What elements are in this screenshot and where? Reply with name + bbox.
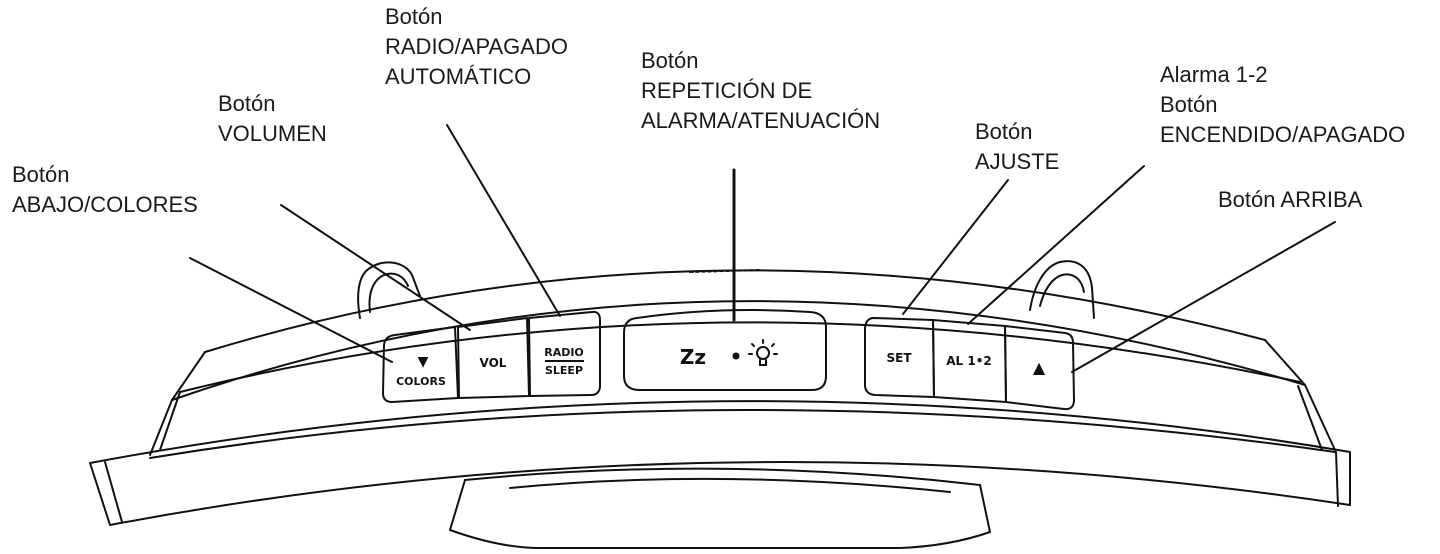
label-volume-button: Botón VOLUMEN: [218, 89, 327, 149]
top-ridge: [689, 269, 761, 273]
button-radio-label-top: RADIO: [544, 346, 584, 359]
label-line: ALARMA/ATENUACIÓN: [641, 108, 881, 133]
label-line: ABAJO/COLORES: [12, 192, 198, 217]
base-band-bottom: [109, 461, 1351, 526]
base-band-top-inner: [149, 408, 1336, 459]
body-right-side: [1304, 384, 1336, 451]
sun-bulb-icon: [748, 339, 778, 366]
stand-inner: [509, 477, 951, 493]
leader-colors: [189, 257, 393, 363]
button-colors-outline: [382, 326, 459, 403]
button-set-label: SET: [886, 351, 912, 365]
base-band-left-end: [89, 462, 111, 526]
left-rear-lug-inner: [368, 272, 409, 313]
button-radio-outline: [528, 310, 601, 397]
right-rear-lug: [1029, 260, 1095, 319]
label-radio-sleep-button: Botón RADIO/APAGADO AUTOMÁTICO: [385, 2, 568, 92]
leader-alarm: [967, 165, 1145, 325]
label-line: ENCENDIDO/APAGADO: [1160, 122, 1406, 147]
label-set-button: Botón AJUSTE: [975, 117, 1059, 177]
snooze-dot-icon: [732, 352, 740, 360]
button-sleep-label: SLEEP: [545, 364, 583, 377]
label-line: Botón: [975, 119, 1033, 144]
right-rear-lug-inner: [1039, 273, 1085, 307]
right-button-group: [864, 317, 1075, 411]
base-band-right-end-inner: [1335, 451, 1339, 507]
label-snooze-dimmer-button: Botón REPETICIÓN DE ALARMA/ATENUACIÓN: [641, 46, 880, 136]
body-right-side-inner: [1297, 385, 1323, 451]
label-line: Botón: [218, 91, 276, 116]
label-line: Botón: [641, 48, 699, 73]
body-top-front: [171, 300, 1306, 401]
base-band-top: [89, 400, 1351, 464]
leader-up: [1071, 221, 1336, 373]
button-snooze-outline: [623, 309, 827, 391]
label-line: Botón: [12, 162, 70, 187]
label-line: Botón: [385, 4, 443, 29]
stand-top: [464, 467, 981, 486]
stand-left: [449, 479, 991, 549]
button-vol-label: VOL: [480, 356, 507, 370]
label-line: RADIO/APAGADO: [385, 34, 568, 59]
label-up-button: Botón ARRIBA: [1218, 185, 1362, 215]
label-line: Alarma 1-2: [1160, 62, 1268, 87]
body-mid-line: [179, 321, 1301, 393]
left-rear-lug: [357, 261, 421, 319]
label-line: AUTOMÁTICO: [385, 64, 532, 89]
button-snooze-label: Zz: [680, 345, 706, 369]
button-up-outline: [1004, 325, 1075, 411]
up-arrow-icon: ▲: [1033, 358, 1046, 377]
button-colors-label: COLORS: [396, 375, 446, 388]
label-line: Botón: [1160, 92, 1218, 117]
colors-arrow-icon: ▼: [418, 354, 429, 370]
button-al12-label: AL 1•2: [946, 354, 991, 368]
label-alarm-button: Alarma 1-2 Botón ENCENDIDO/APAGADO: [1160, 60, 1405, 150]
button-set-outline: [864, 317, 935, 398]
base-band-left-end-inner: [104, 461, 123, 523]
label-line: REPETICIÓN DE: [641, 78, 813, 103]
body-upper-rim: [171, 351, 206, 401]
label-colors-button: Botón ABAJO/COLORES: [12, 160, 198, 220]
label-line: Botón ARRIBA: [1218, 187, 1363, 212]
leader-radio: [446, 124, 561, 317]
body-left-side-inner: [159, 391, 181, 451]
leader-volume: [280, 204, 471, 331]
leader-set: [902, 179, 1009, 315]
left-button-group: [382, 310, 601, 403]
label-line: VOLUMEN: [218, 121, 327, 146]
body-upper-rim-right: [1264, 339, 1306, 386]
body-left-side: [149, 399, 173, 456]
label-line: AJUSTE: [975, 149, 1060, 174]
